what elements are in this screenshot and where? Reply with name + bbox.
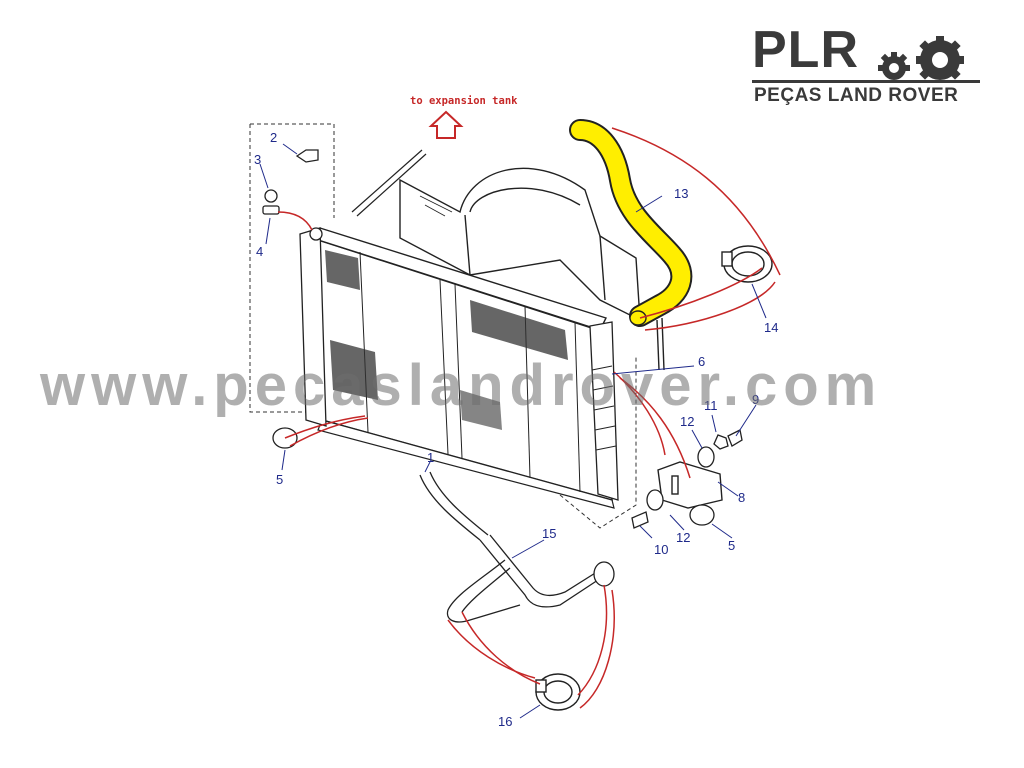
callout-4: 4 bbox=[256, 244, 263, 259]
radiator bbox=[299, 227, 619, 509]
gear-icon bbox=[878, 36, 964, 80]
callout-3: 3 bbox=[254, 152, 261, 167]
callout-14: 14 bbox=[764, 320, 778, 335]
callout-5-left: 5 bbox=[276, 472, 283, 487]
callout-15: 15 bbox=[542, 526, 556, 541]
callout-9: 9 bbox=[752, 392, 759, 407]
lower-small-hose bbox=[419, 471, 489, 541]
red-leader-lines bbox=[277, 127, 781, 709]
bottom-radiator-hose bbox=[446, 534, 615, 623]
callout-leaders bbox=[259, 143, 767, 719]
callout-6: 6 bbox=[698, 354, 705, 369]
logo-subtitle: PEÇAS LAND ROVER bbox=[754, 85, 959, 106]
expansion-tank-arrow bbox=[428, 110, 464, 139]
callout-2: 2 bbox=[270, 130, 277, 145]
callout-11: 11 bbox=[704, 398, 718, 413]
callout-10: 10 bbox=[654, 542, 668, 557]
top-small-hose bbox=[351, 149, 427, 217]
hose-clip-upper bbox=[721, 245, 773, 283]
callout-12-upper: 12 bbox=[680, 414, 694, 429]
callout-8: 8 bbox=[738, 490, 745, 505]
logo-divider bbox=[752, 80, 980, 83]
callout-13: 13 bbox=[674, 186, 688, 201]
callout-16: 16 bbox=[498, 714, 512, 729]
top-radiator-hose bbox=[569, 119, 693, 327]
watermark-url: www.pecaslandrover.com bbox=[40, 353, 883, 418]
callout-5-right: 5 bbox=[728, 538, 735, 553]
expansion-tank-note: to expansion tank bbox=[410, 95, 518, 107]
fan-cowl bbox=[399, 167, 641, 322]
logo-plr: PLR bbox=[752, 21, 859, 79]
hose-clip-lower bbox=[535, 673, 581, 711]
bracket-hardware bbox=[631, 429, 743, 529]
callout-1: 1 bbox=[427, 450, 434, 465]
callout-12-lower: 12 bbox=[676, 530, 690, 545]
mounting-bracket bbox=[657, 461, 723, 509]
